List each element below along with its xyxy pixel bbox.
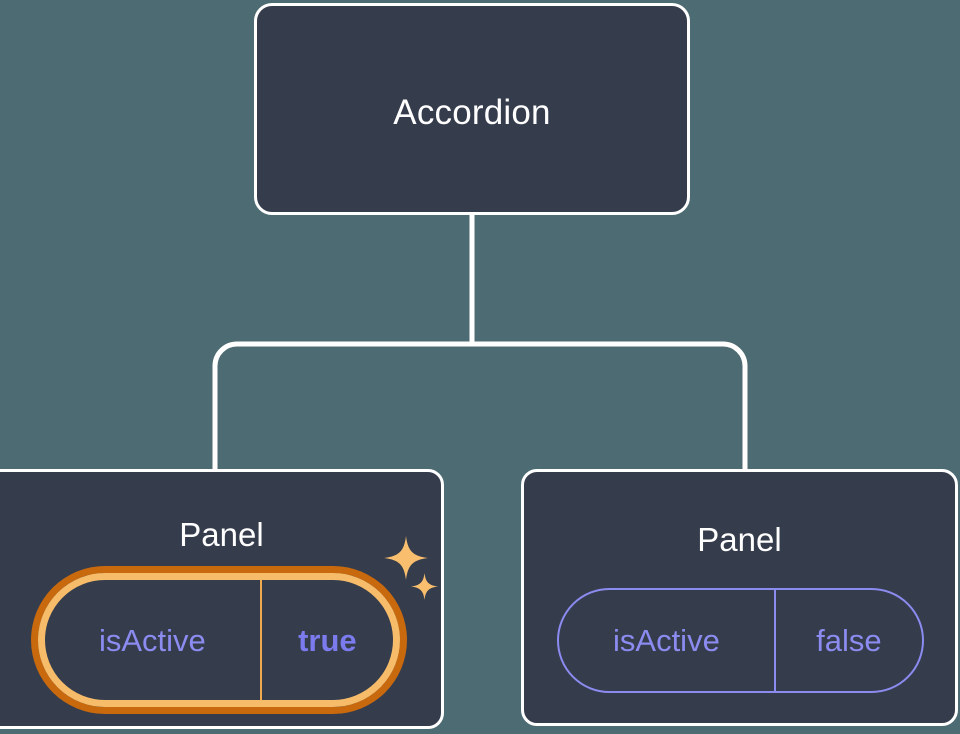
node-panel-right-label: Panel	[697, 521, 782, 558]
prop-pill-isactive-false[interactable]: isActive false	[557, 588, 924, 693]
prop-key-label: isActive	[98, 622, 206, 658]
node-accordion-label: Accordion	[393, 93, 551, 132]
prop-pill-isactive-true[interactable]: isActive true	[38, 573, 400, 707]
prop-key-label: isActive	[613, 623, 720, 658]
prop-value-label: true	[259, 580, 393, 700]
node-panel-left-label: Panel	[179, 516, 264, 553]
prop-value-label: false	[773, 590, 922, 691]
node-accordion[interactable]: Accordion	[254, 3, 690, 215]
connector-bus-left	[212, 341, 472, 470]
connector-bus-right	[472, 341, 748, 470]
